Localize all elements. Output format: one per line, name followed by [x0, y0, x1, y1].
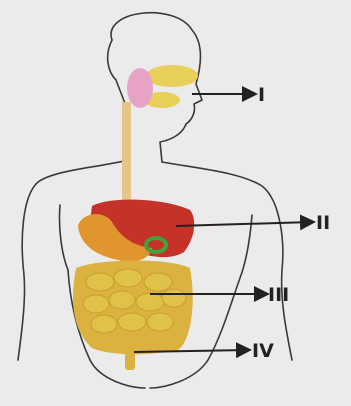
rectum: [125, 344, 135, 370]
esophagus: [122, 102, 131, 212]
small-intestine: [83, 269, 186, 333]
label-iii: III: [268, 284, 289, 306]
arrow-ii: [176, 222, 312, 226]
label-iv: IV: [252, 340, 274, 362]
mouth-cavity: [146, 65, 198, 87]
label-i: I: [258, 84, 265, 106]
label-ii: II: [316, 212, 330, 234]
